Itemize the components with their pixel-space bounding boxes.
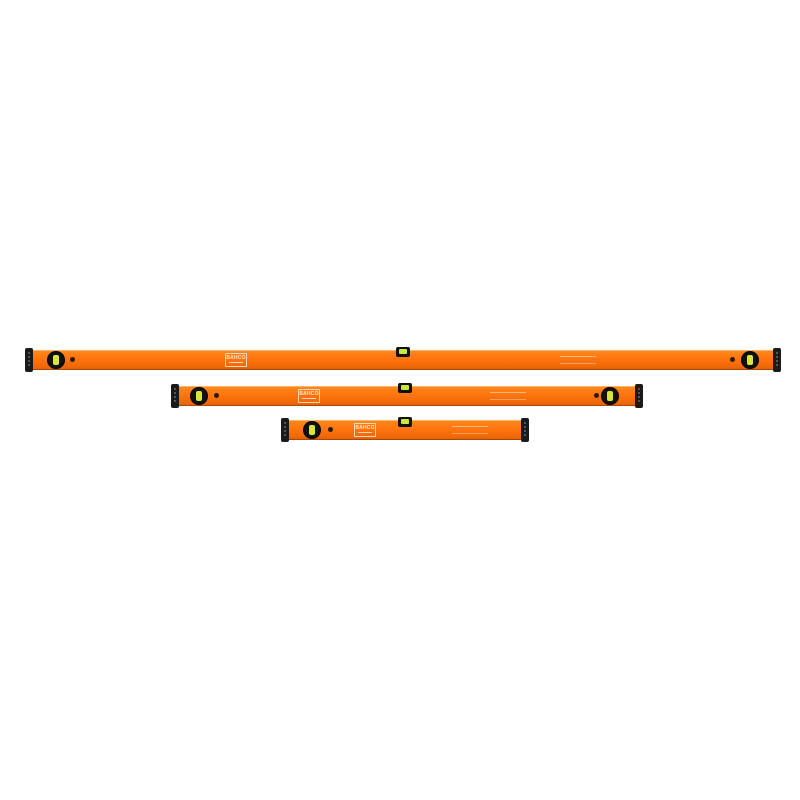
hanging-hole-left xyxy=(214,393,219,398)
vial-center-icon xyxy=(398,417,412,427)
engraved-marking xyxy=(560,356,596,364)
brand-label: BAHCO xyxy=(355,425,375,431)
engraved-marking xyxy=(490,392,526,400)
end-cap-left xyxy=(25,348,33,372)
brand-logo: BAHCO xyxy=(298,389,320,403)
vial-right-icon xyxy=(742,352,758,368)
brand-label: BAHCO xyxy=(299,391,319,397)
end-cap-left xyxy=(171,384,179,408)
end-cap-right xyxy=(635,384,643,408)
hanging-hole-left xyxy=(70,357,75,362)
vial-right-icon xyxy=(602,388,618,404)
hanging-hole-left xyxy=(328,427,333,432)
vial-center-icon xyxy=(396,347,410,357)
vial-left-icon xyxy=(48,352,64,368)
brand-logo: BAHCO xyxy=(354,423,376,437)
brand-label: BAHCO xyxy=(226,355,246,361)
hanging-hole-right xyxy=(730,357,735,362)
vial-center-icon xyxy=(398,383,412,393)
end-cap-right xyxy=(773,348,781,372)
end-cap-right xyxy=(521,418,529,442)
end-cap-left xyxy=(281,418,289,442)
spirit-level-short: BAHCO xyxy=(281,417,529,442)
vial-left-icon xyxy=(304,422,320,438)
spirit-level-medium: BAHCO xyxy=(171,383,643,408)
hanging-hole-right xyxy=(594,393,599,398)
vial-left-icon xyxy=(191,388,207,404)
engraved-marking xyxy=(452,426,488,434)
spirit-level-long: BAHCO xyxy=(25,347,781,372)
brand-logo: BAHCO xyxy=(225,353,247,367)
